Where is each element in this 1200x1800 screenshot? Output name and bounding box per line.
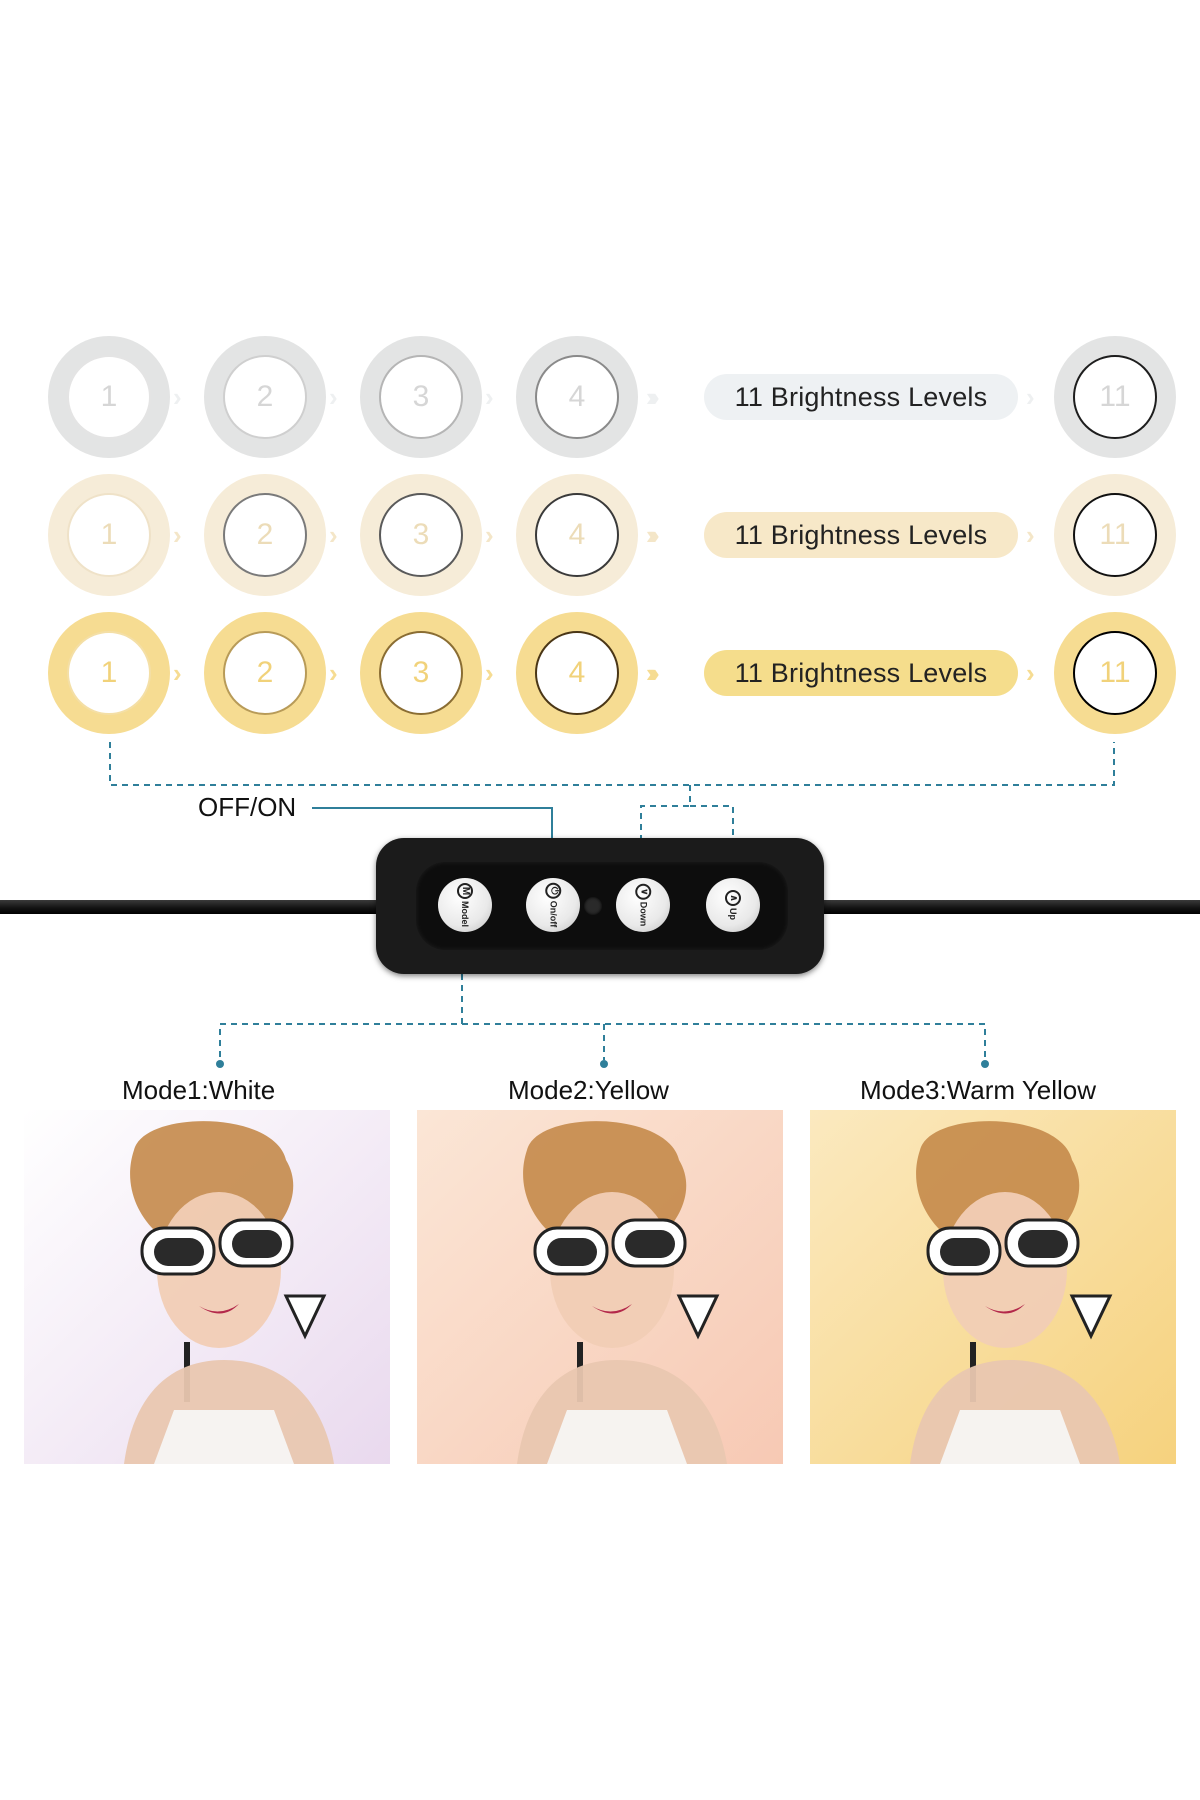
ring-level-number: 3 <box>412 518 430 551</box>
ring-white-level-4: 4 <box>516 336 638 458</box>
ring-level-number: 3 <box>412 656 430 689</box>
mode3-photo <box>810 1110 1176 1464</box>
ring-level-number: 1 <box>100 518 118 551</box>
connector-dot-3 <box>981 1060 989 1068</box>
level-arrow: › <box>329 520 338 550</box>
mode1-label: Mode1:White <box>122 1075 276 1105</box>
on-off-button[interactable]: ⏻On/off <box>526 878 580 932</box>
level-arrow: › <box>1026 520 1035 550</box>
level-arrow: › <box>173 520 182 550</box>
ring-level-number: 1 <box>100 656 118 689</box>
ring-level-number: 2 <box>256 380 274 413</box>
ring-inner: 2 <box>223 493 307 577</box>
ring-inner: 3 <box>379 493 463 577</box>
mode2-photo <box>417 1110 783 1464</box>
level-arrow: › <box>1026 382 1035 412</box>
down-button[interactable]: ∨Down <box>616 878 670 932</box>
ring-level-number: 4 <box>568 380 586 413</box>
brightness-levels-pill: 11 Brightness Levels <box>704 512 1018 558</box>
indicator-led <box>584 897 602 915</box>
connector-top-up <box>690 805 734 838</box>
cable-right <box>820 900 1200 914</box>
level-arrow: › <box>485 382 494 412</box>
power-icon: ⏻ <box>545 882 561 899</box>
level-arrow: › <box>173 658 182 688</box>
ring-yellow-level-4: 4 <box>516 474 638 596</box>
ring-level-number: 11 <box>1099 380 1131 413</box>
level-arrow: › <box>485 658 494 688</box>
ring-inner: 3 <box>379 355 463 439</box>
mode3-label: Mode3:Warm Yellow <box>860 1075 1097 1105</box>
mode1-photo <box>24 1110 390 1464</box>
ring-yellow-level-3: 3 <box>360 474 482 596</box>
ring-inner: 4 <box>535 631 619 715</box>
cable-left <box>0 900 380 914</box>
ring-warm-yellow-level-1: 1 <box>48 612 170 734</box>
model-icon: M <box>457 883 473 899</box>
level-arrow: › <box>1026 658 1035 688</box>
ring-white-level-1: 1 <box>48 336 170 458</box>
ring-level-number: 3 <box>412 380 430 413</box>
level-arrow: › <box>173 382 182 412</box>
ring-inner: 11 <box>1073 355 1157 439</box>
chevron-down-icon: ∨ <box>635 883 651 900</box>
ring-yellow-level-11: 11 <box>1054 474 1176 596</box>
ring-inner: 1 <box>67 631 151 715</box>
ring-inner: 1 <box>67 355 151 439</box>
ring-yellow-level-1: 1 <box>48 474 170 596</box>
ring-warm-yellow-level-3: 3 <box>360 612 482 734</box>
ring-inner: 11 <box>1073 631 1157 715</box>
connector-dot-2 <box>600 1060 608 1068</box>
level-arrow: › <box>329 658 338 688</box>
ring-level-number: 4 <box>568 656 586 689</box>
up-button[interactable]: ∧Up <box>706 878 760 932</box>
connector-top-left <box>109 742 1115 786</box>
ring-level-number: 1 <box>100 380 118 413</box>
ring-warm-yellow-level-4: 4 <box>516 612 638 734</box>
connector-top-mid <box>640 785 691 838</box>
ring-inner: 2 <box>223 355 307 439</box>
level-arrow: › <box>485 520 494 550</box>
level-arrow: › <box>329 382 338 412</box>
ring-white-level-3: 3 <box>360 336 482 458</box>
connector-bottom <box>219 974 463 1060</box>
ring-level-number: 2 <box>256 656 274 689</box>
ring-level-number: 4 <box>568 518 586 551</box>
connector-dot-1 <box>216 1060 224 1068</box>
ring-level-number: 11 <box>1099 518 1131 551</box>
ring-level-number: 11 <box>1099 656 1131 689</box>
ring-level-number: 2 <box>256 518 274 551</box>
ring-white-level-2: 2 <box>204 336 326 458</box>
ring-white-level-11: 11 <box>1054 336 1176 458</box>
ring-inner: 1 <box>67 493 151 577</box>
connector-bottom-mid <box>462 1023 986 1060</box>
ring-warm-yellow-level-11: 11 <box>1054 612 1176 734</box>
ring-yellow-level-2: 2 <box>204 474 326 596</box>
ring-warm-yellow-level-2: 2 <box>204 612 326 734</box>
ring-inner: 11 <box>1073 493 1157 577</box>
ring-inner: 2 <box>223 631 307 715</box>
ring-inner: 4 <box>535 355 619 439</box>
brightness-levels-pill: 11 Brightness Levels <box>704 374 1018 420</box>
ring-inner: 4 <box>535 493 619 577</box>
mode2-label: Mode2:Yellow <box>508 1075 669 1105</box>
brightness-levels-pill: 11 Brightness Levels <box>704 650 1018 696</box>
ring-inner: 3 <box>379 631 463 715</box>
off-on-label: OFF/ON <box>198 792 297 822</box>
chevron-up-icon: ∧ <box>725 890 741 906</box>
